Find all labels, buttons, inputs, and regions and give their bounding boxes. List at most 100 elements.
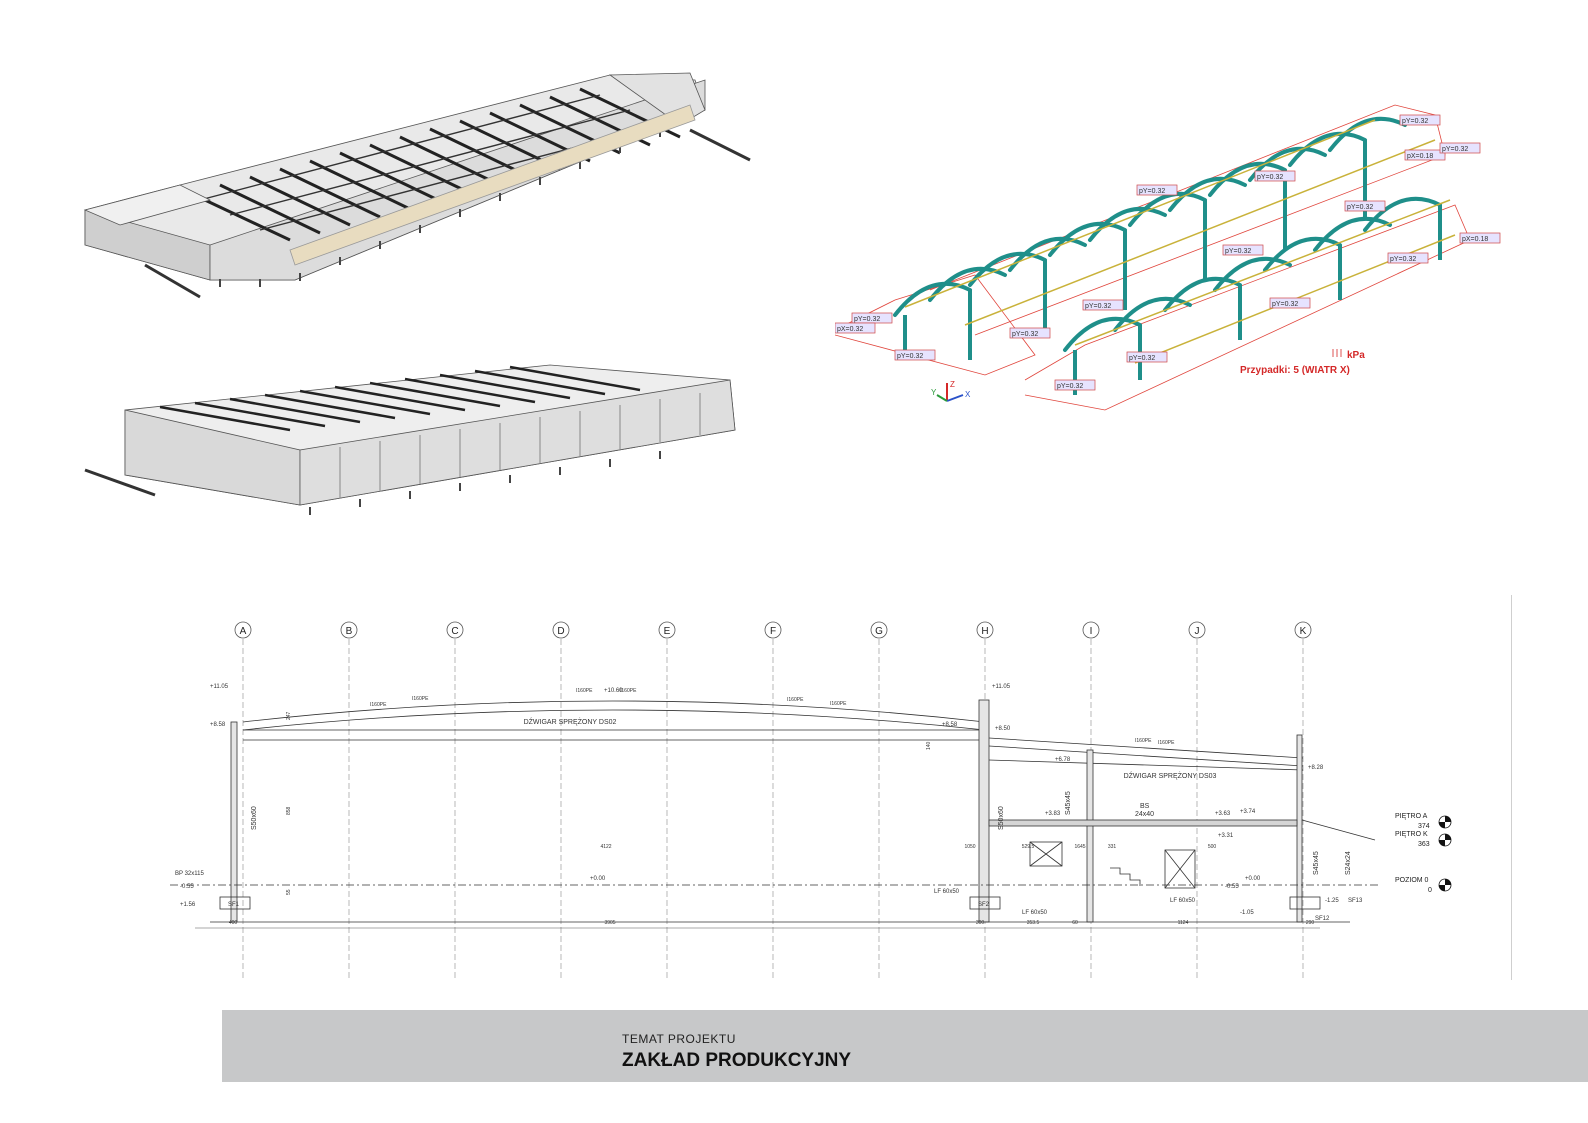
- svg-text:pY=0.32: pY=0.32: [1085, 303, 1111, 310]
- svg-text:400: 400: [229, 920, 238, 926]
- svg-text:+3.74: +3.74: [1240, 809, 1256, 815]
- grid-bubble-e: E: [658, 621, 676, 639]
- load-tag: pX=0.18: [1459, 232, 1501, 244]
- svg-text:S50x60: S50x60: [998, 806, 1005, 830]
- svg-text:I160PE: I160PE: [412, 696, 429, 702]
- svg-text:B: B: [346, 626, 353, 637]
- grid-bubble-g: G: [870, 621, 888, 639]
- load-legend: kPa Przypadki: 5 (WIATR X): [1240, 349, 1365, 376]
- svg-text:55: 55: [286, 889, 292, 895]
- load-tags: pY=0.32 pX=0.18 pY=0.32 pY=0.32 pY=0.32 …: [835, 114, 1501, 391]
- load-tag: pX=0.32: [835, 322, 876, 334]
- load-tag: pY=0.32: [1254, 170, 1296, 182]
- svg-text:I160PE: I160PE: [1135, 738, 1152, 744]
- svg-text:SF13: SF13: [1348, 898, 1363, 904]
- svg-text:SF12: SF12: [1315, 916, 1330, 922]
- svg-text:1124: 1124: [1178, 920, 1189, 926]
- svg-text:290: 290: [1306, 920, 1315, 926]
- svg-text:SF1: SF1: [228, 902, 240, 908]
- svg-text:-0.55: -0.55: [1225, 884, 1239, 890]
- svg-text:+1.56: +1.56: [180, 902, 196, 908]
- svg-text:pY=0.32: pY=0.32: [897, 353, 923, 360]
- load-tag: pY=0.32: [1222, 244, 1264, 256]
- level-marker-pietro-k: PIĘTRO K 363: [1395, 831, 1452, 848]
- svg-text:pY=0.32: pY=0.32: [1129, 355, 1155, 362]
- svg-text:K: K: [1300, 626, 1307, 637]
- svg-text:pY=0.32: pY=0.32: [1257, 174, 1283, 181]
- svg-text:+6.78: +6.78: [1055, 757, 1071, 763]
- svg-text:331: 331: [1108, 844, 1117, 850]
- svg-text:J: J: [1195, 626, 1200, 637]
- load-tag: pY=0.32: [1009, 327, 1051, 339]
- grid-bubble-b: B: [340, 621, 358, 639]
- svg-text:A: A: [240, 626, 247, 637]
- svg-text:pY=0.32: pY=0.32: [1402, 118, 1428, 125]
- svg-text:0: 0: [1428, 887, 1432, 894]
- svg-text:I160PE: I160PE: [370, 702, 387, 708]
- load-tag: pY=0.32: [1269, 297, 1311, 309]
- svg-text:pY=0.32: pY=0.32: [1012, 331, 1038, 338]
- svg-text:+3.83: +3.83: [1045, 811, 1061, 817]
- load-tag: pY=0.32: [1439, 142, 1481, 154]
- svg-text:G: G: [875, 626, 883, 637]
- svg-text:F: F: [770, 626, 776, 637]
- svg-text:LF 60x50: LF 60x50: [1022, 910, 1048, 916]
- svg-text:I160PE: I160PE: [1158, 740, 1175, 746]
- svg-text:Y: Y: [931, 388, 937, 397]
- svg-text:529.5: 529.5: [1022, 844, 1035, 850]
- svg-text:363: 363: [1418, 841, 1430, 848]
- model-view-3d-bottom: [84, 364, 736, 515]
- svg-text:+8.58: +8.58: [942, 722, 958, 728]
- svg-text:PIĘTRO K: PIĘTRO K: [1395, 831, 1428, 838]
- svg-text:BS: BS: [1140, 803, 1150, 810]
- svg-text:+8.58: +8.58: [210, 722, 226, 728]
- grid-bubble-a: A: [234, 621, 252, 639]
- svg-text:I160PE: I160PE: [620, 688, 637, 694]
- svg-text:S50x60: S50x60: [251, 806, 258, 830]
- svg-text:24x40: 24x40: [1135, 811, 1154, 818]
- svg-text:I: I: [1090, 626, 1093, 637]
- svg-text:+8.50: +8.50: [995, 726, 1011, 732]
- grid-bubble-d: D: [552, 621, 570, 639]
- svg-text:pY=0.32: pY=0.32: [1272, 301, 1298, 308]
- grid-bubble-j: J: [1188, 621, 1206, 639]
- svg-text:pY=0.32: pY=0.32: [1139, 188, 1165, 195]
- load-tag: pY=0.32: [1399, 114, 1441, 126]
- svg-text:E: E: [664, 626, 671, 637]
- grid-bubble-f: F: [764, 621, 782, 639]
- load-tag: pY=0.32: [894, 349, 936, 361]
- svg-text:D: D: [557, 626, 564, 637]
- svg-text:S24x24: S24x24: [1345, 851, 1352, 875]
- svg-text:+3.63: +3.63: [1215, 811, 1231, 817]
- svg-text:+8.28: +8.28: [1308, 765, 1324, 771]
- svg-text:H: H: [981, 626, 988, 637]
- girder-label-ds03: DŹWIGAR SPRĘŻONY DS03: [1124, 771, 1217, 780]
- project-title: ZAKŁAD PRODUKCYJNY: [622, 1050, 852, 1071]
- svg-text:pY=0.32: pY=0.32: [1390, 256, 1416, 263]
- svg-text:+0.00: +0.00: [1245, 876, 1261, 882]
- load-tag: pX=0.18: [1404, 149, 1446, 161]
- svg-text:3905: 3905: [604, 920, 615, 926]
- legend-unit: kPa: [1347, 350, 1365, 361]
- svg-text:pY=0.32: pY=0.32: [1057, 383, 1083, 390]
- grid-labels: A B C D E F G H I J K: [234, 621, 1312, 639]
- svg-text:I160PE: I160PE: [576, 688, 593, 694]
- model-view-3d-top: [83, 72, 751, 299]
- svg-text:S45x45: S45x45: [1065, 791, 1072, 815]
- level-marker-poziom-0: POZIOM 0 0: [1395, 877, 1452, 894]
- svg-text:+3.31: +3.31: [1218, 833, 1234, 839]
- svg-text:pY=0.32: pY=0.32: [1347, 204, 1373, 211]
- section-frame-border: [1511, 595, 1512, 980]
- load-tag: pY=0.32: [1136, 184, 1178, 196]
- svg-text:500: 500: [1208, 844, 1217, 850]
- svg-text:PIĘTRO A: PIĘTRO A: [1395, 813, 1428, 820]
- load-tag: pY=0.32: [1126, 351, 1168, 363]
- svg-text:+11.05: +11.05: [210, 684, 229, 690]
- svg-text:LF 60x50: LF 60x50: [1170, 898, 1196, 904]
- svg-text:-1.05: -1.05: [1240, 910, 1254, 916]
- svg-text:pX=0.32: pX=0.32: [837, 326, 863, 333]
- svg-text:247: 247: [286, 711, 292, 720]
- svg-text:374: 374: [1418, 823, 1430, 830]
- svg-text:pX=0.18: pX=0.18: [1407, 153, 1433, 160]
- svg-text:I160PE: I160PE: [787, 697, 804, 703]
